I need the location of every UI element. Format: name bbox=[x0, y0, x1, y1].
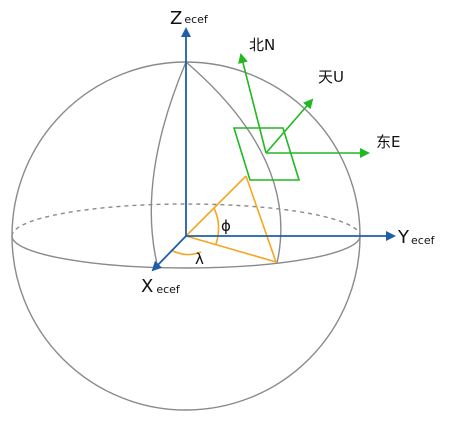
equator-front bbox=[11, 235, 361, 269]
longitude-ray bbox=[185, 235, 277, 263]
angle-lines bbox=[170, 175, 277, 263]
equator-back bbox=[11, 203, 361, 237]
z-axis-main: Z bbox=[170, 8, 182, 29]
tangent-plane bbox=[232, 127, 301, 181]
east-label: 东E bbox=[376, 133, 400, 151]
radius-to-point bbox=[185, 175, 247, 237]
north-label: 北N bbox=[249, 36, 275, 54]
x-axis bbox=[151, 235, 187, 272]
ecef-axes bbox=[151, 27, 396, 272]
x-axis-sub: ecef bbox=[156, 283, 181, 296]
longitude-arc bbox=[170, 249, 202, 256]
z-axis-sub: ecef bbox=[184, 13, 209, 26]
enu-frame bbox=[232, 53, 370, 181]
meridian-right bbox=[185, 61, 282, 264]
up-label: 天U bbox=[318, 68, 344, 86]
point-projection bbox=[245, 175, 277, 263]
latitude-label: ϕ bbox=[221, 217, 231, 235]
up-axis bbox=[265, 98, 314, 154]
north-axis bbox=[238, 53, 267, 154]
x-axis-main: X bbox=[141, 276, 153, 297]
latitude-arc bbox=[213, 207, 220, 245]
y-axis-sub: ecef bbox=[411, 234, 436, 247]
longitude-label: λ bbox=[195, 250, 204, 268]
y-axis-main: Y bbox=[397, 227, 410, 248]
meridian-left bbox=[150, 61, 187, 269]
